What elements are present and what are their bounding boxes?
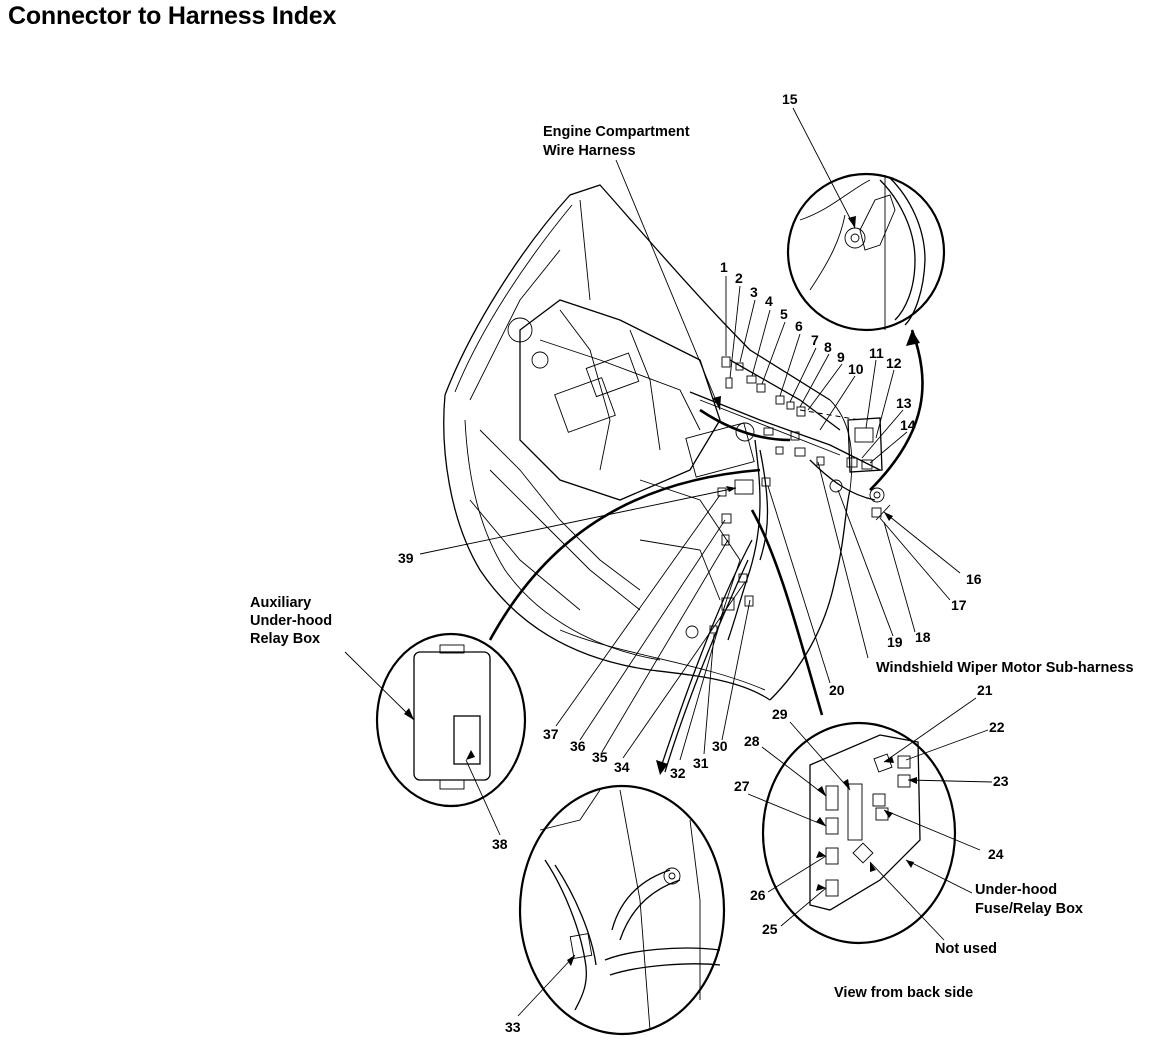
- connector-number: 16: [966, 571, 982, 587]
- detail-circle-33: [518, 784, 726, 1036]
- detail-circle-fuse-box: [761, 721, 957, 945]
- label-not-used: Not used: [935, 941, 997, 957]
- label-aux-relay-2: Under-hood: [250, 613, 332, 629]
- text-labels: Engine Compartment Wire Harness Auxiliar…: [250, 124, 1134, 1001]
- leader-arrowheads: [404, 216, 917, 966]
- connector-number: 20: [829, 682, 845, 698]
- label-fuse-box-2: Fuse/Relay Box: [975, 901, 1083, 917]
- connector-number: 36: [570, 738, 586, 754]
- connector-number: 2: [735, 270, 743, 286]
- connector-number: 37: [543, 726, 559, 742]
- connector-number: 18: [915, 629, 931, 645]
- engine-bay-illustration: [443, 184, 891, 701]
- connector-number: 14: [900, 417, 916, 433]
- leader-lines: [344, 107, 993, 1017]
- detail-circle-aux-relay: [375, 632, 527, 808]
- label-engine-harness-2: Wire Harness: [543, 143, 636, 159]
- connector-number: 21: [977, 682, 993, 698]
- label-fuse-box-1: Under-hood: [975, 882, 1057, 898]
- label-aux-relay-1: Auxiliary: [250, 595, 311, 611]
- connector-number: 13: [896, 395, 912, 411]
- connector-number: 31: [693, 755, 709, 771]
- page-title: Connector to Harness Index: [8, 2, 337, 30]
- connector-number: 19: [887, 634, 903, 650]
- connector-number: 34: [614, 759, 630, 775]
- detail-circle-15: [786, 172, 946, 332]
- connector-number: 5: [780, 306, 788, 322]
- connector-number: 27: [734, 778, 750, 794]
- connector-number: 11: [869, 345, 884, 361]
- connector-number: 12: [886, 355, 902, 371]
- connector-number: 29: [772, 706, 788, 722]
- connector-number: 15: [782, 91, 798, 107]
- connector-number: 7: [811, 332, 819, 348]
- connector-number: 35: [592, 749, 608, 765]
- connector-number: 30: [712, 738, 728, 754]
- connector-number: 17: [951, 597, 967, 613]
- connector-number: 10: [848, 361, 864, 377]
- pointer-curves: [488, 329, 924, 775]
- connector-number: 28: [744, 733, 760, 749]
- connector-number: 25: [762, 921, 778, 937]
- connector-number: 4: [765, 293, 773, 309]
- label-aux-relay-3: Relay Box: [250, 631, 320, 647]
- connector-number: 23: [993, 773, 1009, 789]
- label-engine-harness-1: Engine Compartment: [543, 124, 690, 140]
- label-view-back: View from back side: [834, 985, 973, 1001]
- connector-numbers: 1 2 3 4 5 6 7 8 9 10 11 12 13 14 15 16 1…: [398, 91, 1009, 1035]
- connector-number: 32: [670, 765, 686, 781]
- connector-number: 6: [795, 318, 803, 334]
- connector-number: 8: [824, 339, 832, 355]
- connector-number: 24: [988, 846, 1004, 862]
- label-wiper-subharness: Windshield Wiper Motor Sub-harness: [876, 660, 1134, 676]
- connector-number: 1: [720, 259, 728, 275]
- connector-number: 39: [398, 550, 414, 566]
- connector-number: 26: [750, 887, 766, 903]
- connector-number: 22: [989, 719, 1005, 735]
- connector-number: 9: [837, 349, 845, 365]
- connector-number: 33: [505, 1019, 521, 1035]
- connector-number: 38: [492, 836, 508, 852]
- connector-number: 3: [750, 284, 758, 300]
